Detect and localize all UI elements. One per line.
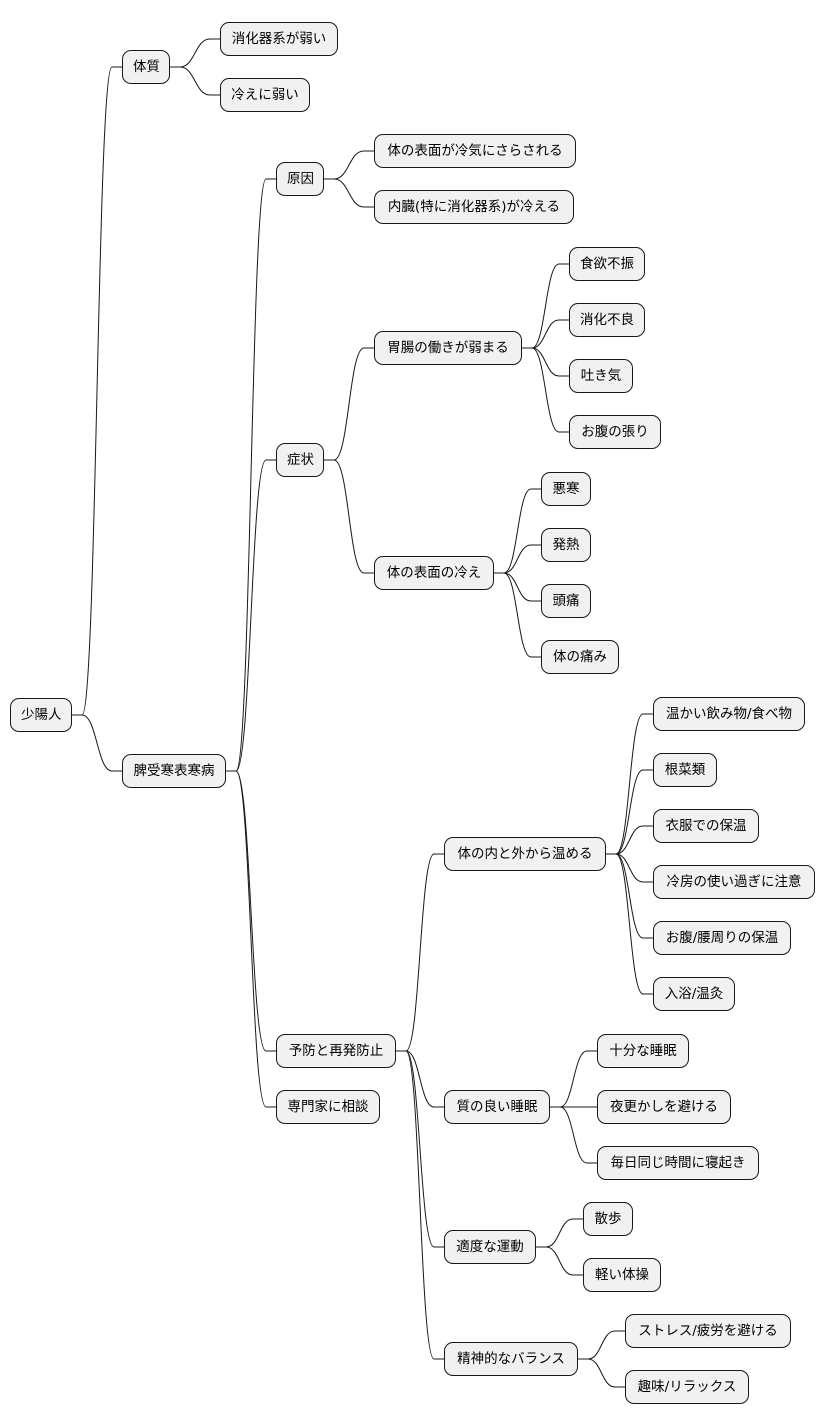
- node-hobbies-relax: 趣味/リラックス: [625, 1370, 749, 1404]
- connector-line: [324, 150, 374, 180]
- connector-line: [324, 178, 374, 208]
- connector-line: [606, 853, 653, 883]
- node-walking: 散歩: [583, 1202, 633, 1236]
- node-root-vegetables: 根菜類: [653, 753, 717, 787]
- node-indigestion: 消化不良: [569, 303, 645, 337]
- node-prevention: 予防と再発防止: [276, 1034, 396, 1068]
- node-light-exercise: 軽い体操: [583, 1258, 661, 1292]
- connector-line: [396, 1050, 444, 1248]
- connector-line: [324, 347, 374, 461]
- node-warm-food-drink: 温かい飲み物/食べ物: [653, 697, 805, 731]
- node-moderate-exercise: 適度な運動: [444, 1230, 536, 1264]
- connector-line: [72, 66, 122, 716]
- node-cause: 原因: [276, 162, 324, 196]
- connector-line: [522, 347, 569, 433]
- connector-line: [226, 459, 276, 772]
- node-aircon-caution: 冷房の使い過ぎに注意: [653, 865, 815, 899]
- connector-line: [536, 1246, 583, 1276]
- node-abdomen-waist-warmth: お腹/腰周りの保温: [653, 921, 791, 955]
- connector-line: [226, 178, 276, 772]
- connector-line: [494, 544, 541, 574]
- connector-line: [396, 1050, 444, 1108]
- node-surface-chill: 体の表面の冷え: [374, 556, 494, 590]
- connector-line: [324, 459, 374, 574]
- connector-line: [606, 825, 653, 855]
- connector-line: [536, 1218, 583, 1248]
- connector-line: [606, 713, 653, 855]
- node-headache: 頭痛: [541, 584, 591, 618]
- node-bath-moxibustion: 入浴/温灸: [653, 977, 735, 1011]
- node-mental-balance: 精神的なバランス: [444, 1342, 578, 1376]
- node-quality-sleep: 質の良い睡眠: [444, 1090, 550, 1124]
- node-avoid-late-nights: 夜更かしを避ける: [597, 1090, 731, 1124]
- node-cause-surface-cold: 体の表面が冷気にさらされる: [374, 134, 576, 168]
- node-chills: 悪寒: [541, 472, 591, 506]
- connector-line: [226, 770, 276, 1108]
- node-weak-digestion: 消化器系が弱い: [220, 22, 338, 56]
- connector-line: [226, 770, 276, 1052]
- node-fever: 発熱: [541, 528, 591, 562]
- node-symptoms: 症状: [276, 443, 324, 477]
- connector-line: [494, 488, 541, 574]
- node-constitution: 体質: [122, 50, 170, 84]
- node-avoid-stress: ストレス/疲労を避ける: [625, 1314, 791, 1348]
- connector-line: [494, 572, 541, 602]
- connector-line: [494, 572, 541, 658]
- node-bloating: お腹の張り: [569, 415, 661, 449]
- connector-line: [396, 1050, 444, 1360]
- connector-line: [550, 1050, 597, 1108]
- node-weak-to-cold: 冷えに弱い: [220, 78, 310, 112]
- node-regular-schedule: 毎日同じ時間に寝起き: [597, 1146, 759, 1180]
- connector-line: [396, 853, 444, 1052]
- connector-line: [550, 1106, 597, 1164]
- node-warm-inside-outside: 体の内と外から温める: [444, 837, 606, 871]
- connector-line: [606, 853, 653, 995]
- connector-line: [522, 347, 569, 377]
- node-disease: 脾受寒表寒病: [122, 754, 226, 788]
- node-gi-weakened: 胃腸の働きが弱まる: [374, 331, 522, 365]
- connector-line: [606, 769, 653, 855]
- node-consult-expert: 専門家に相談: [276, 1090, 380, 1124]
- connector-line: [578, 1330, 625, 1360]
- node-root: 少陽人: [10, 698, 72, 732]
- connector-line: [522, 263, 569, 349]
- connector-line: [170, 66, 220, 96]
- node-enough-sleep: 十分な睡眠: [597, 1034, 689, 1068]
- connector-line: [72, 714, 122, 772]
- connector-line: [170, 38, 220, 68]
- node-cause-internal-cold: 内臓(特に消化器系)が冷える: [374, 190, 574, 224]
- connector-line: [578, 1358, 625, 1388]
- node-loss-of-appetite: 食欲不振: [569, 247, 645, 281]
- node-body-ache: 体の痛み: [541, 640, 619, 674]
- connector-line: [522, 319, 569, 349]
- node-nausea: 吐き気: [569, 359, 633, 393]
- node-clothing-warmth: 衣服での保温: [653, 809, 759, 843]
